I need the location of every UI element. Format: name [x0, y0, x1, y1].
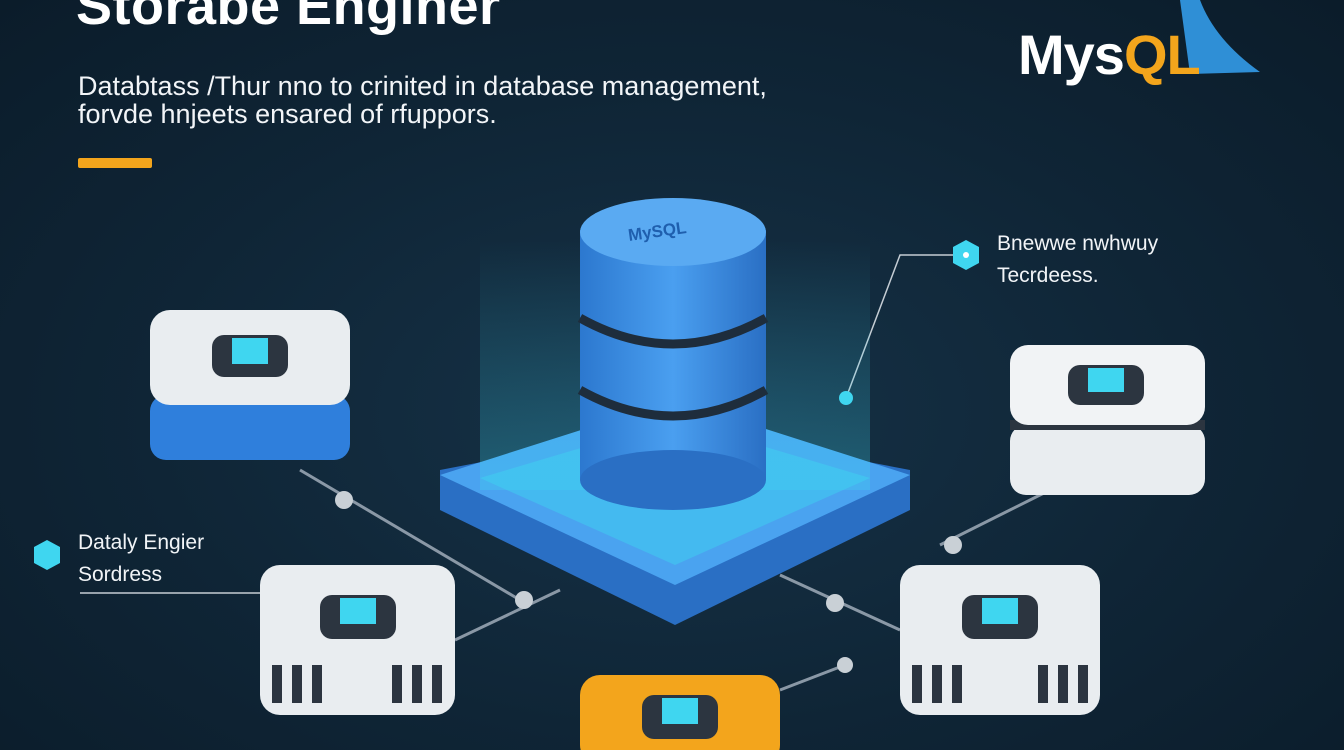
- server-node-right: [1010, 345, 1205, 495]
- callout-left-line-1: Dataly Engier: [78, 531, 205, 554]
- dolphin-icon: [1180, 0, 1260, 74]
- logo-text-accent: QL: [1123, 23, 1201, 86]
- callout-right-line-2: Tecrdeess.: [997, 264, 1099, 287]
- callout-left: Dataly Engier Sordress: [78, 527, 204, 591]
- callout-right-line-1: Bnewwe nwhwuy: [997, 232, 1159, 255]
- server-node-bottom-left: [260, 565, 455, 715]
- hexagon-center-dot: [963, 252, 969, 258]
- connector-dots: [335, 491, 962, 673]
- callout-right: Bnewwe nwhwuy Tecrdeess.: [997, 228, 1158, 292]
- server-node-bottom-right: [900, 565, 1100, 715]
- hexagon-icon: [34, 540, 60, 570]
- page-title: Storabe Enginer: [76, 0, 501, 36]
- database-cylinder: [577, 198, 769, 510]
- callout-left-line-2: Sordress: [78, 563, 163, 586]
- subtitle-line-1: Databtass /Thur nno to crinited in datab…: [78, 71, 767, 101]
- subtitle-line-2: forvde hnjeets ensared of rfuppors.: [78, 99, 497, 129]
- server-node-left: [150, 310, 350, 460]
- mysql-logo: MysQL: [1018, 22, 1201, 87]
- server-node-bottom-orange: [580, 675, 780, 750]
- logo-text-main: Mys: [1018, 23, 1125, 86]
- accent-bar: [78, 158, 152, 168]
